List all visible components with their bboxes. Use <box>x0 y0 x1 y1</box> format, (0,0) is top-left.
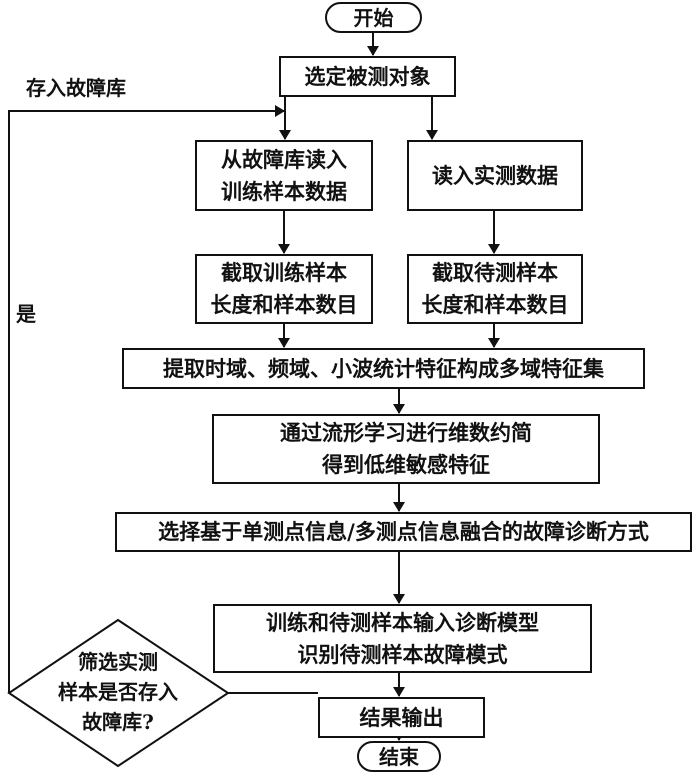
cut-test-node: 截取待测样本 长度和样本数目 <box>407 254 583 324</box>
cut-train-node: 截取训练样本 长度和样本数目 <box>195 254 373 324</box>
edge-decision-loop <box>8 105 285 693</box>
decision-text: 筛选实测 样本是否存入 故障库? <box>58 650 178 734</box>
decision-diamond <box>7 618 230 768</box>
end-node: 结束 <box>357 741 441 772</box>
read-measured-node: 读入实测数据 <box>407 140 583 211</box>
result-output-node: 结果输出 <box>318 697 485 738</box>
manifold-reduce-node: 通过流形学习进行维数约简 得到低维敏感特征 <box>212 414 600 484</box>
extract-features-node: 提取时域、频域、小波统计特征构成多域特征集 <box>122 348 645 389</box>
edge-label-yes: 是 <box>16 302 36 326</box>
select-object-node: 选定被测对象 <box>279 56 456 97</box>
read-train-node: 从故障库读入 训练样本数据 <box>195 140 373 211</box>
edge-label-store-fault-lib: 存入故障库 <box>26 76 126 100</box>
select-method-node: 选择基于单测点信息/多测点信息融合的故障诊断方式 <box>115 512 692 552</box>
train-identify-node: 训练和待测样本输入诊断模型 识别待测样本故障模式 <box>213 604 592 673</box>
start-node: 开始 <box>325 2 422 33</box>
